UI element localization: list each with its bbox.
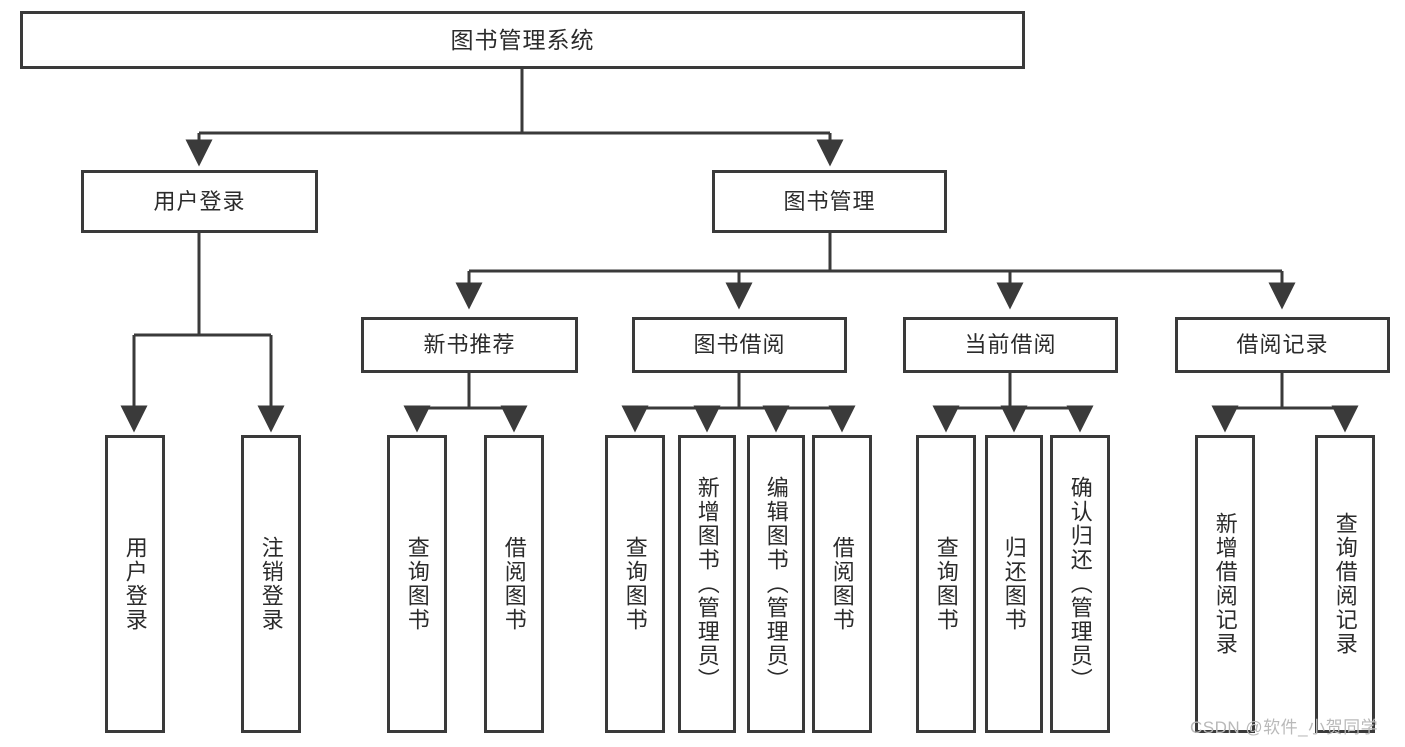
leaf-new-book-borrow-books[interactable]: 借阅图书 — [484, 435, 544, 733]
watermark-text: CSDN @软件_小贺同学 — [1190, 718, 1379, 737]
node-book-management[interactable]: 图书管理 — [712, 170, 947, 233]
node-label: 借阅图书 — [829, 536, 855, 632]
leaf-borrow-record-query-record[interactable]: 查询借阅记录 — [1315, 435, 1375, 733]
node-label: 用户登录 — [153, 188, 246, 214]
node-root-book-management-system[interactable]: 图书管理系统 — [20, 11, 1025, 69]
node-label: 注销登录 — [258, 536, 284, 632]
node-label: 确认归还（管理员） — [1067, 476, 1093, 692]
node-label: 查询图书 — [404, 536, 430, 632]
node-label: 图书管理 — [783, 188, 876, 214]
node-borrowing-record[interactable]: 借阅记录 — [1175, 317, 1390, 373]
node-user-login[interactable]: 用户登录 — [81, 170, 318, 233]
leaf-book-borrow-add-book-admin[interactable]: 新增图书（管理员） — [678, 435, 736, 733]
leaf-book-borrow-borrow-books[interactable]: 借阅图书 — [812, 435, 872, 733]
node-label: 归还图书 — [1001, 536, 1027, 632]
node-label: 图书管理系统 — [450, 26, 595, 53]
leaf-new-book-query-books[interactable]: 查询图书 — [387, 435, 447, 733]
leaf-book-borrow-edit-book-admin[interactable]: 编辑图书（管理员） — [747, 435, 805, 733]
node-current-borrowing[interactable]: 当前借阅 — [903, 317, 1118, 373]
node-book-borrowing[interactable]: 图书借阅 — [632, 317, 847, 373]
leaf-borrow-record-add-record[interactable]: 新增借阅记录 — [1195, 435, 1255, 733]
node-label: 当前借阅 — [964, 332, 1057, 358]
leaf-user-login-logout[interactable]: 注销登录 — [241, 435, 301, 733]
leaf-user-login-login[interactable]: 用户登录 — [105, 435, 165, 733]
leaf-current-borrow-query-books[interactable]: 查询图书 — [916, 435, 976, 733]
leaf-book-borrow-query-books[interactable]: 查询图书 — [605, 435, 665, 733]
node-label: 新增图书（管理员） — [694, 476, 720, 692]
node-label: 查询图书 — [622, 536, 648, 632]
node-label: 编辑图书（管理员） — [763, 476, 789, 692]
node-label: 查询图书 — [933, 536, 959, 632]
leaf-current-borrow-confirm-return-admin[interactable]: 确认归还（管理员） — [1050, 435, 1110, 733]
node-label: 借阅图书 — [501, 536, 527, 632]
node-label: 查询借阅记录 — [1332, 512, 1358, 656]
leaf-current-borrow-return-books[interactable]: 归还图书 — [985, 435, 1043, 733]
node-label: 图书借阅 — [693, 332, 786, 358]
node-label: 新书推荐 — [423, 332, 516, 358]
node-label: 借阅记录 — [1236, 332, 1329, 358]
node-label: 用户登录 — [122, 536, 148, 632]
node-new-book-recommendation[interactable]: 新书推荐 — [361, 317, 578, 373]
node-label: 新增借阅记录 — [1212, 512, 1238, 656]
